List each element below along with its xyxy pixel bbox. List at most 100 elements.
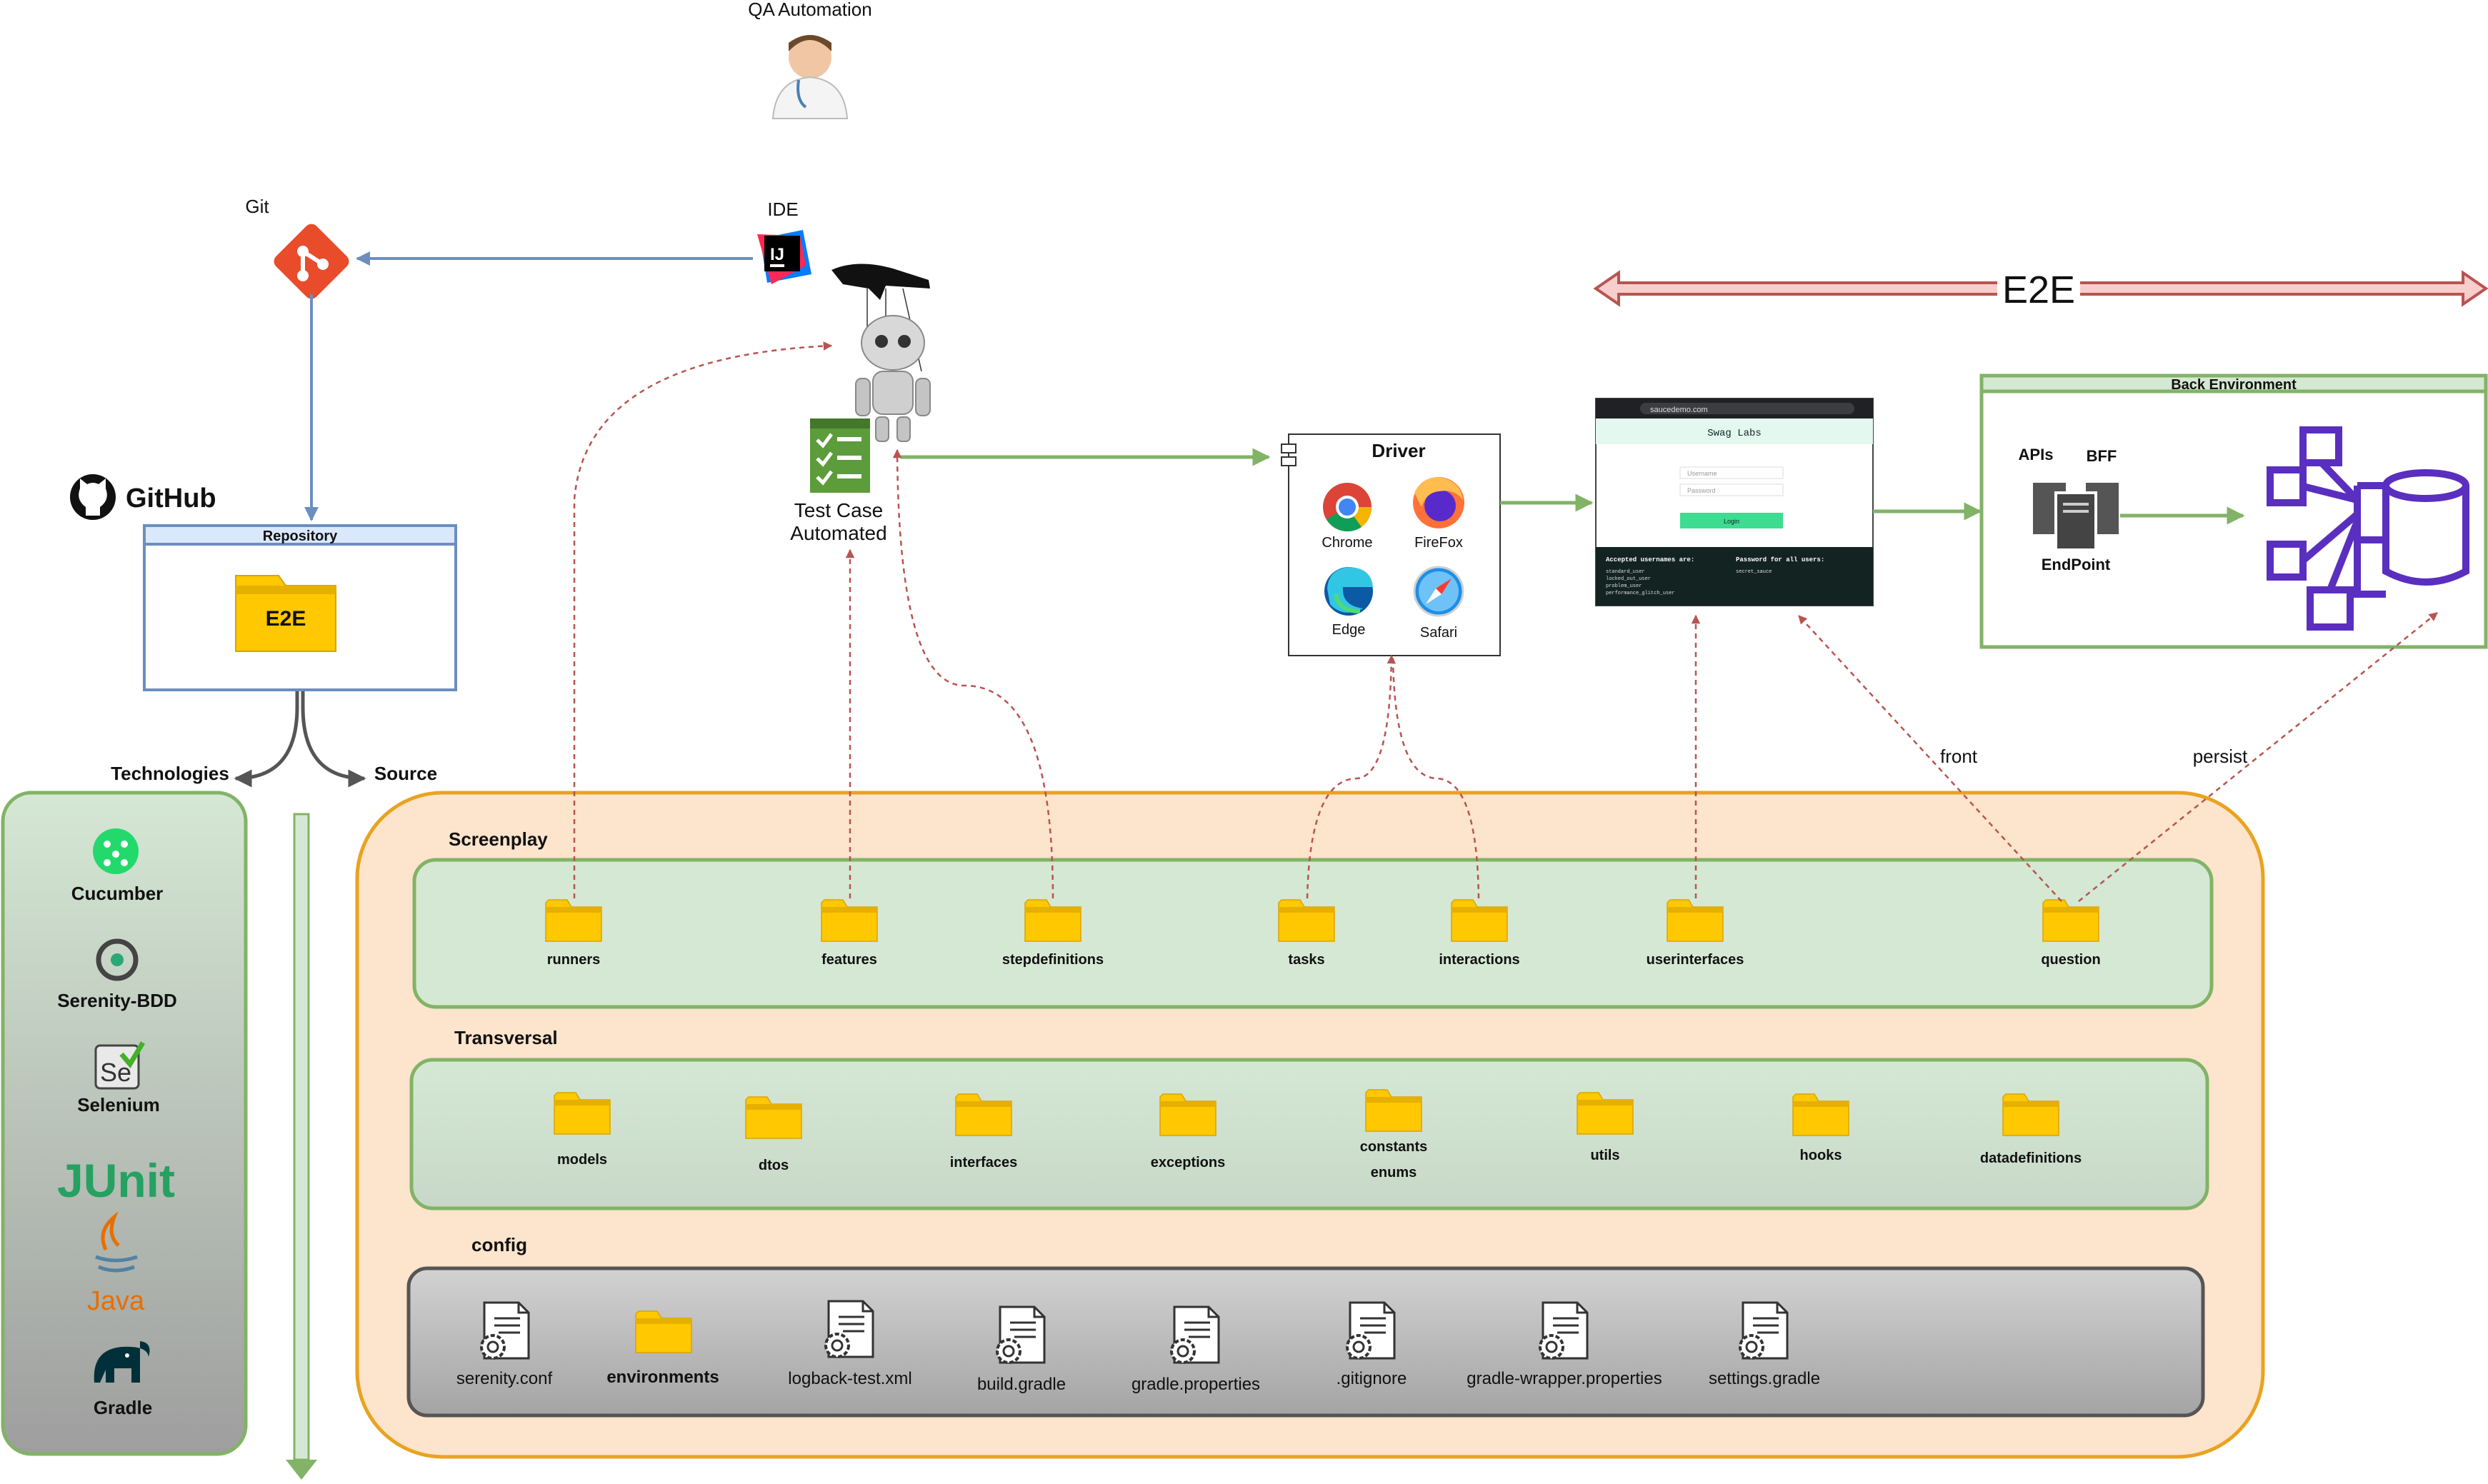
test-case-checklist-icon[interactable] (810, 418, 870, 493)
folder-interactions-label: interactions (1439, 952, 1519, 968)
folder-question-label: question (2041, 952, 2100, 968)
persist-arrow-label: persist (2193, 746, 2248, 767)
qa-doctor-icon (771, 35, 849, 119)
safari-icon (1413, 566, 1464, 617)
file-gitignore-label: .gitignore (1337, 1369, 1407, 1388)
web-password: Password (1687, 487, 1716, 494)
web-url: saucedemo.com (1650, 406, 1708, 414)
web-user-1: standard_user (1606, 569, 1645, 575)
file-settings-gradle[interactable] (1739, 1301, 1789, 1360)
folder-exceptions-label: exceptions (1151, 1155, 1225, 1170)
technologies-label: Technologies (111, 763, 229, 784)
file-gradle-properties[interactable] (1170, 1305, 1220, 1364)
web-user-4: performance_glitch_user (1606, 591, 1675, 596)
file-logback-test-label: logback-test.xml (788, 1369, 911, 1388)
file-serenity-conf-label: serenity.conf (456, 1369, 553, 1388)
driver-box: Driver Chrome FireFox Edge Safari (1281, 433, 1501, 656)
folder-hooks-label: hooks (1800, 1148, 1842, 1163)
fork-arrows (234, 691, 366, 788)
folder-stepdefinitions-label: stepdefinitions (1002, 952, 1104, 968)
file-build-gradle-label: build.gradle (977, 1375, 1066, 1394)
source-label: Source (374, 763, 437, 784)
transversal-package (409, 1058, 2209, 1210)
tech-selenium: Selenium (77, 1094, 160, 1115)
transversal-title: Transversal (454, 1027, 558, 1048)
folder-enums-label: enums (1371, 1165, 1417, 1180)
file-settings-gradle-label: settings.gradle (1709, 1369, 1820, 1388)
technologies-panel: Cucumber Serenity-BDD Se Selenium JUnit … (1, 791, 248, 1456)
git-icon[interactable] (271, 221, 351, 301)
folder-constants-label: constants (1360, 1139, 1427, 1155)
tech-gradle: Gradle (94, 1397, 152, 1418)
git-label: Git (245, 196, 269, 217)
file-gradle-wrapper-properties-label: gradle-wrapper.properties (1467, 1369, 1662, 1388)
screenplay-title: Screenplay (449, 828, 548, 850)
folder-utils-label: utils (1590, 1148, 1619, 1163)
file-gradle-properties-label: gradle.properties (1131, 1375, 1260, 1394)
robot-icon (855, 315, 931, 442)
folder-environments-label: environments (606, 1368, 719, 1387)
dependency-arrows (573, 341, 2438, 902)
folder-dtos-label: dtos (759, 1158, 789, 1173)
flow-down-arrow (286, 813, 317, 1480)
folder-models-label: models (557, 1152, 607, 1168)
folder-userinterfaces-label: userinterfaces (1647, 952, 1744, 968)
config-title: config (471, 1234, 527, 1255)
junit-logo: JUnit (57, 1154, 175, 1207)
web-username: Username (1687, 470, 1717, 477)
e2e-folder-label: E2E (266, 607, 306, 631)
file-logback-test[interactable] (824, 1300, 874, 1358)
repository-title: Repository (263, 528, 338, 544)
back-apis-label: APIs (2019, 446, 2054, 463)
file-gitignore[interactable] (1346, 1301, 1396, 1360)
web-password-value: secret_sauce (1736, 569, 1772, 575)
web-password-title: Password for all users: (1736, 556, 1824, 563)
tech-cucumber: Cucumber (71, 883, 164, 904)
e2e-double-arrow (1593, 267, 2488, 310)
file-serenity-conf[interactable] (480, 1301, 530, 1360)
file-gradle-wrapper-properties[interactable] (1539, 1301, 1589, 1360)
test-case-line1: Test Case (794, 499, 884, 521)
intellij-icon[interactable]: IJ (757, 230, 811, 284)
front-arrow-label: front (1940, 746, 1978, 767)
github-label: GitHub (126, 483, 216, 513)
driver-browser-edge: Edge (1332, 622, 1366, 638)
tech-java: Java (87, 1286, 145, 1316)
chrome-icon (1323, 483, 1372, 532)
web-app-screenshot: saucedemo.com Swag Labs Username Passwor… (1595, 398, 1874, 606)
ide-label: IDE (767, 199, 798, 220)
web-user-2: locked_out_user (1606, 576, 1651, 582)
edge-icon (1324, 567, 1373, 616)
server-icon (2033, 483, 2119, 551)
database-network-icon (2267, 426, 2469, 631)
repository-box: Repository E2E (143, 524, 457, 691)
serenity-icon (96, 938, 139, 981)
firefox-icon (1413, 477, 1464, 528)
tech-serenity: Serenity-BDD (57, 990, 177, 1011)
intellij-icon-text: IJ (770, 245, 784, 264)
e2e-label: E2E (2002, 269, 2075, 311)
web-accepted-title: Accepted usernames are: (1606, 556, 1694, 563)
cucumber-icon (93, 828, 139, 874)
web-login-button: Login (1724, 518, 1739, 525)
back-env-title: Back Environment (2171, 377, 2297, 393)
back-bff-label: BFF (2087, 447, 2117, 465)
gradle-icon (94, 1341, 150, 1383)
back-endpoint-label: EndPoint (2042, 556, 2111, 573)
folder-datadefinitions-label: datadefinitions (1980, 1150, 2082, 1166)
driver-browser-chrome: Chrome (1322, 535, 1372, 551)
folder-interfaces-label: interfaces (950, 1155, 1018, 1170)
web-title: Swag Labs (1707, 428, 1762, 439)
folder-features-label: features (821, 952, 877, 968)
folder-tasks-label: tasks (1288, 952, 1324, 968)
back-environment-box: Back Environment APIs BFF EndPoint (1979, 373, 2488, 649)
file-build-gradle[interactable] (996, 1305, 1046, 1364)
driver-browser-safari: Safari (1420, 625, 1457, 641)
test-case-line2: Automated (790, 522, 886, 544)
java-icon (95, 1210, 138, 1273)
web-user-3: problem_user (1606, 583, 1642, 589)
e2e-folder-icon[interactable] (235, 575, 336, 652)
selenium-icon: Se (94, 1041, 146, 1090)
actor-label: QA Automation (748, 0, 871, 20)
